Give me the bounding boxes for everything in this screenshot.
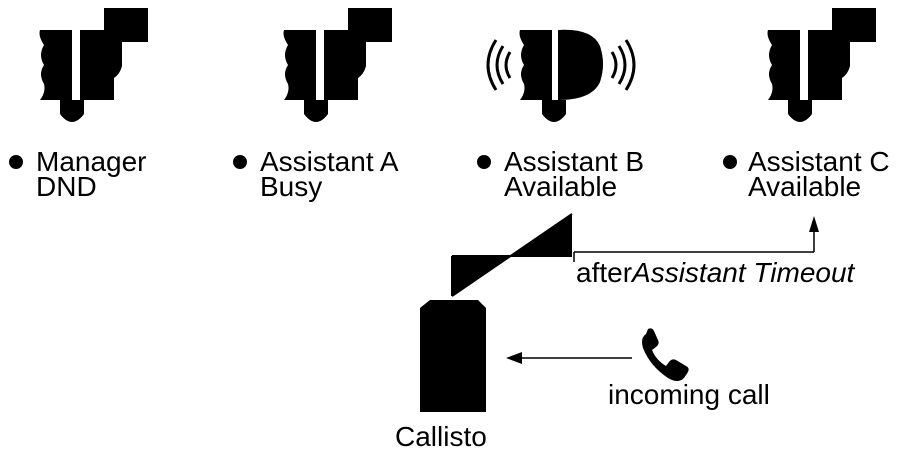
bullet-dot-icon	[9, 155, 23, 169]
phone-name: Assistant B	[504, 146, 644, 177]
phone-state: Available	[504, 171, 617, 202]
timeout-prefix: after	[576, 257, 632, 288]
incoming-label: incoming call	[608, 379, 770, 410]
desk-phone-icon	[283, 8, 392, 122]
phone-state: Busy	[260, 171, 322, 202]
callisto-server: Callisto	[395, 300, 487, 452]
phone-state: DND	[36, 171, 97, 202]
phone-name: Manager	[36, 146, 147, 177]
phone-name: Assistant A	[260, 146, 399, 177]
phone-manager: Manager DND	[9, 8, 148, 202]
phone-name: Assistant C	[748, 146, 890, 177]
timeout-term: Assistant Timeout	[630, 257, 855, 288]
bullet-dot-icon	[477, 155, 491, 169]
phone-assistant-a: Assistant A Busy	[233, 8, 399, 202]
route-to-assistant-b	[451, 213, 573, 297]
timeout-arrow	[573, 216, 819, 262]
phone-state: Available	[748, 171, 861, 202]
timeout-label: afterAssistant Timeout	[576, 257, 856, 288]
desk-phone-icon	[39, 8, 148, 122]
handset-icon	[642, 328, 689, 381]
bullet-dot-icon	[723, 155, 737, 169]
phone-assistant-b: Assistant B Available	[477, 29, 644, 202]
desk-phone-icon	[767, 8, 876, 122]
server-label: Callisto	[395, 421, 487, 452]
bullet-dot-icon	[233, 155, 247, 169]
phone-assistant-c: Assistant C Available	[723, 8, 890, 202]
incoming-call: incoming call	[506, 328, 770, 410]
ringing-waves-icon	[486, 39, 636, 91]
arrow-icon	[506, 352, 522, 364]
server-icon	[420, 300, 486, 412]
desk-phone-icon	[519, 29, 603, 122]
arrow-icon	[809, 216, 819, 232]
